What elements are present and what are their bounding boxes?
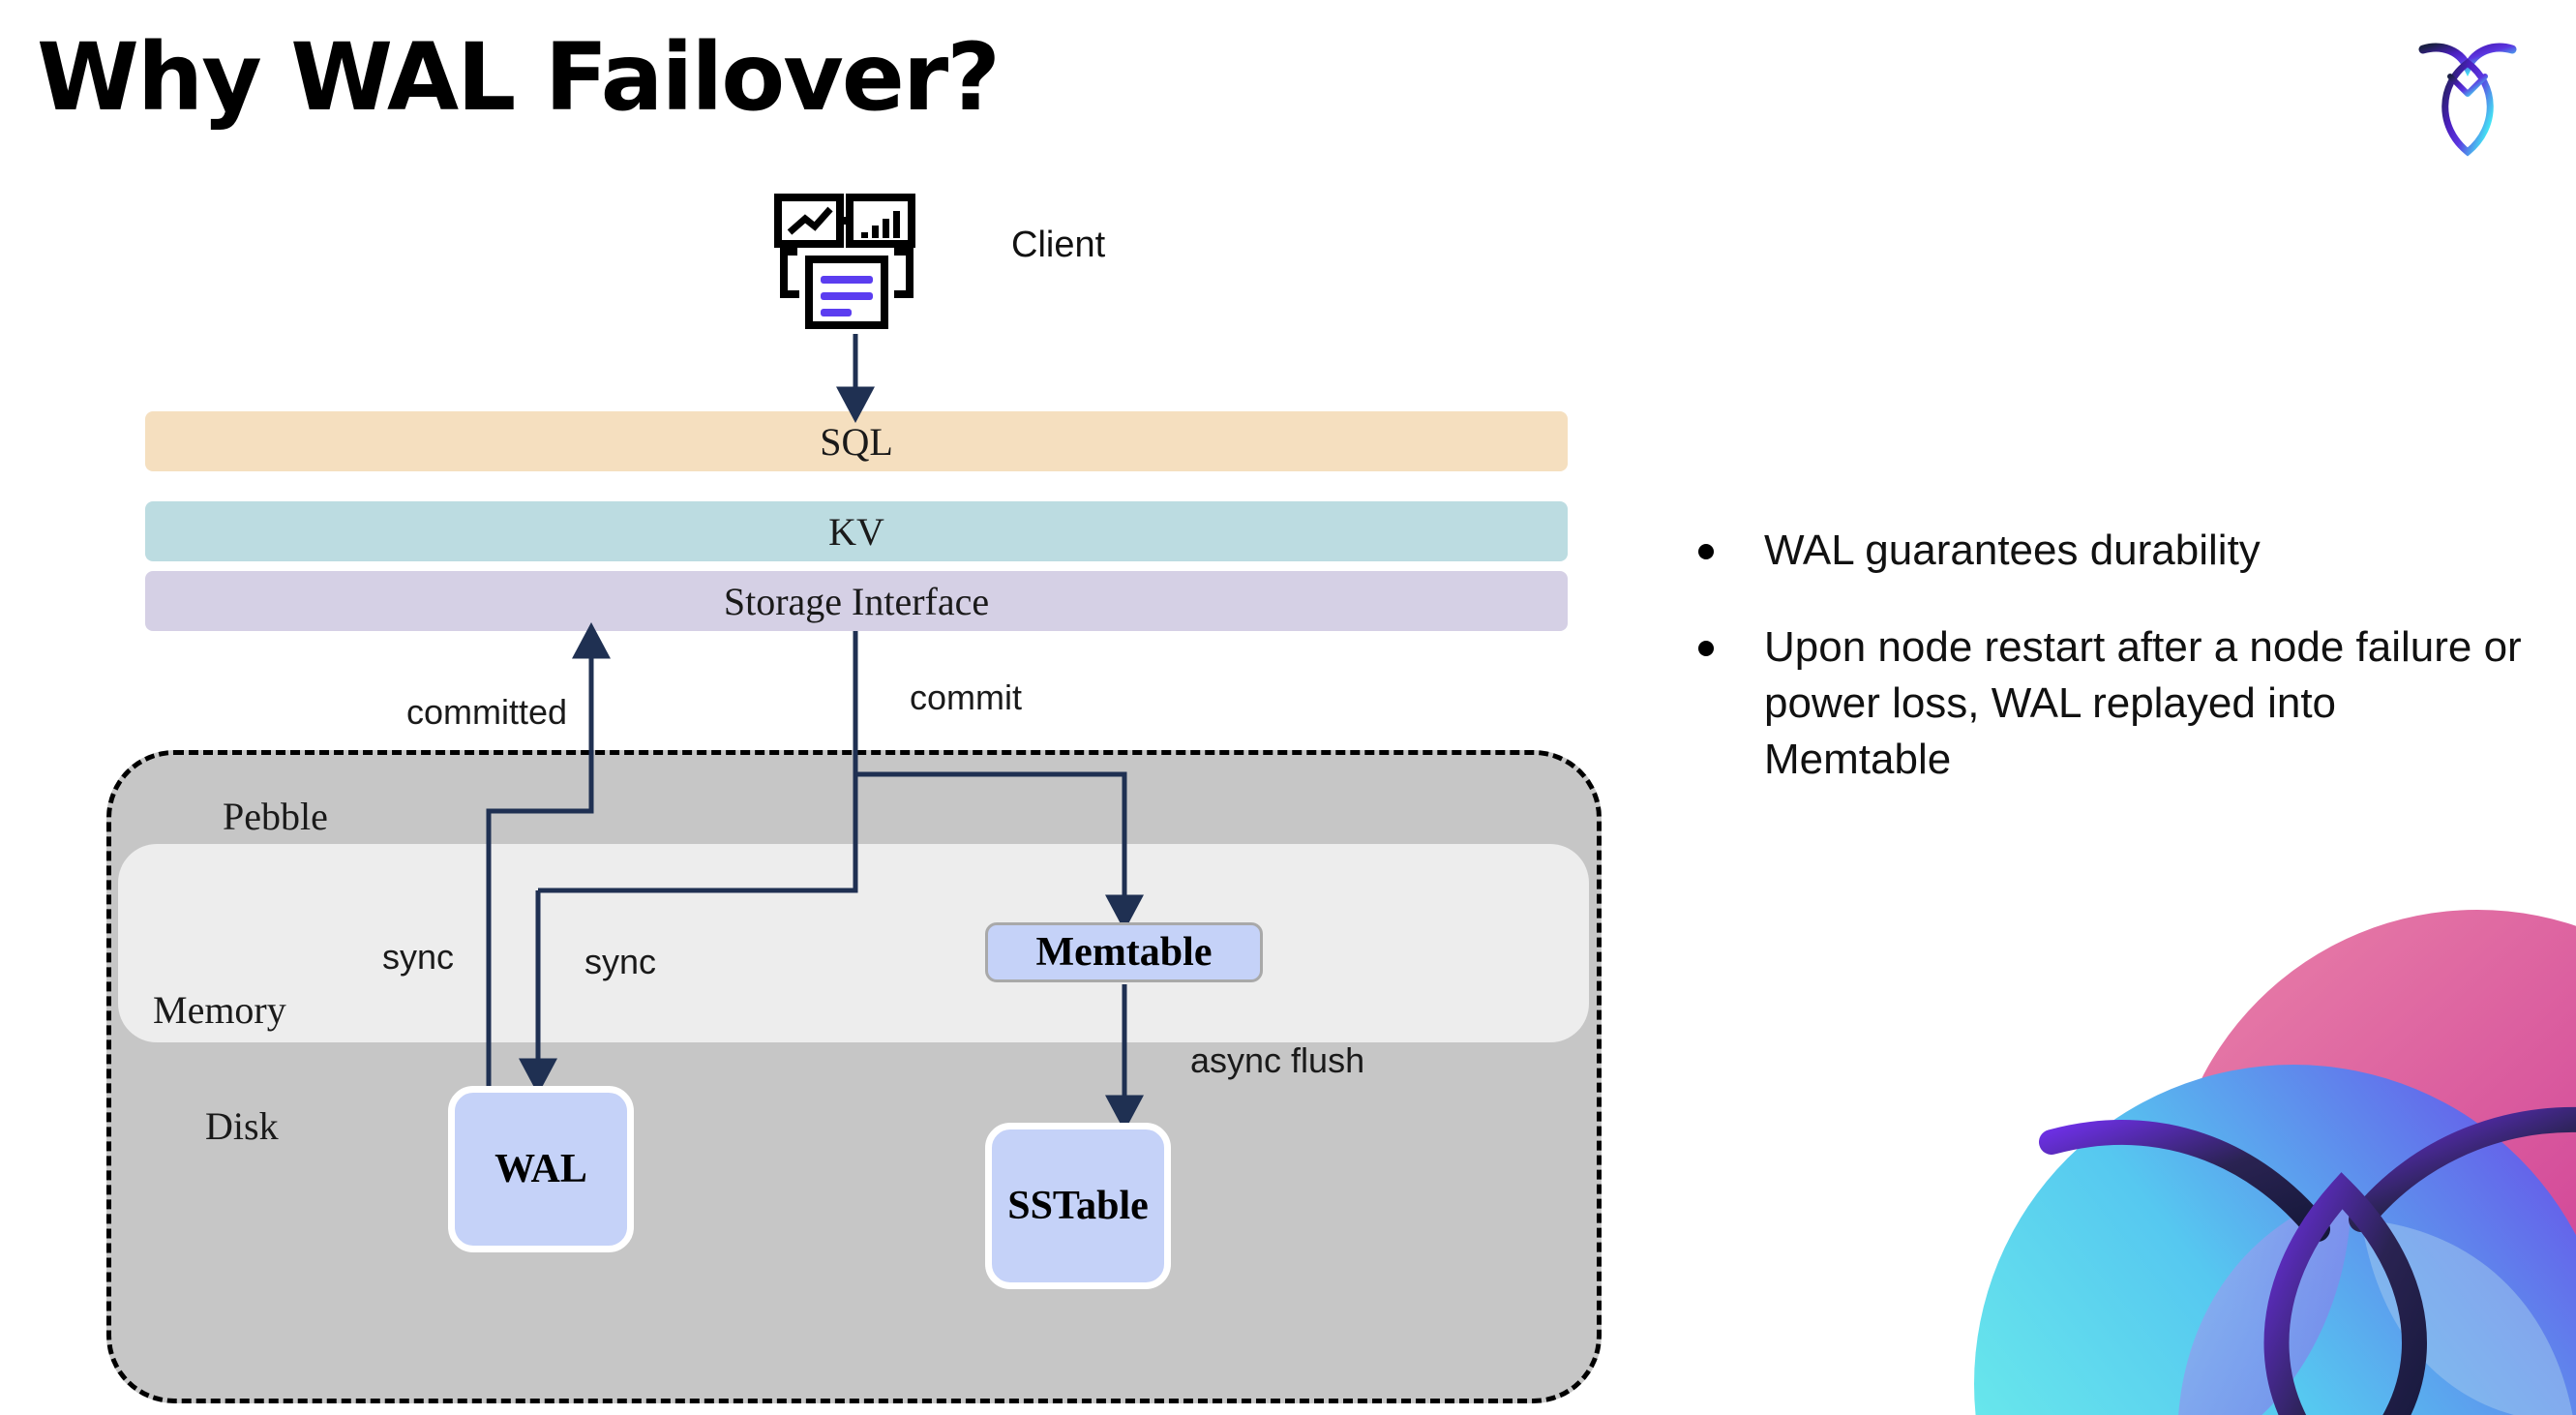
bullet-text: Upon node restart after a node failure o… [1764,623,2522,784]
edge-label-async-flush: async flush [1190,1040,1365,1080]
list-item: Upon node restart after a node failure o… [1698,619,2531,788]
bullet-text: WAL guarantees durability [1764,527,2261,574]
client-analytics-icon [774,194,929,329]
edge-label-commit: commit [910,677,1022,717]
memory-label: Memory [153,988,286,1032]
edge-label-sync-left: sync [382,937,455,977]
bullet-dot-icon [1698,544,1714,559]
disk-label: Disk [205,1104,279,1148]
memtable-box: Memtable [985,922,1263,982]
layer-bar-sql: SQL [145,411,1568,471]
bullet-dot-icon [1698,641,1714,657]
wal-box: WAL [448,1086,634,1252]
layer-bar-sql-label: SQL [820,419,893,464]
layer-bar-storage-interface: Storage Interface [145,571,1568,631]
memtable-label: Memtable [1035,930,1213,975]
layer-bar-storage-label: Storage Interface [723,579,990,623]
cockroach-labs-brand-mark-icon [1935,900,2576,1415]
wal-label: WAL [494,1147,587,1191]
client-label: Client [1011,225,1106,265]
layer-bar-kv: KV [145,501,1568,561]
edge-label-sync-right: sync [584,942,657,981]
sstable-box: SSTable [985,1123,1171,1289]
memory-band [118,844,1589,1042]
cockroach-labs-logo-icon [2410,34,2526,160]
page-title: Why WAL Failover? [37,23,1001,132]
layer-bar-kv-label: KV [828,509,884,554]
list-item: WAL guarantees durability [1698,523,2531,579]
sstable-label: SSTable [1007,1184,1149,1228]
edge-label-committed: committed [406,692,568,732]
pebble-label: Pebble [223,795,328,838]
bullet-list: WAL guarantees durability Upon node rest… [1698,523,2531,828]
